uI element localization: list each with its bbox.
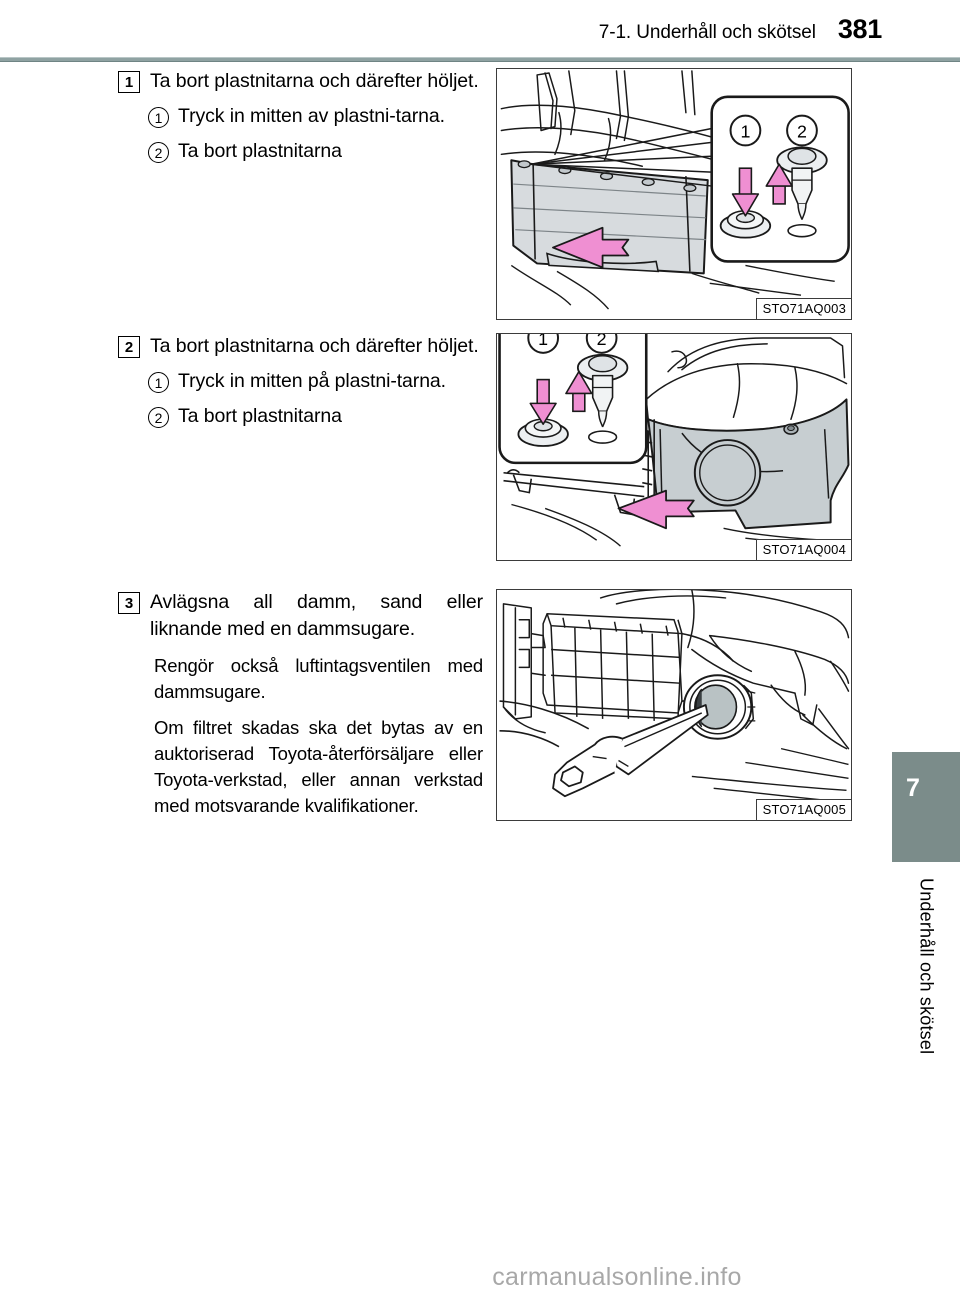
substep-marker: 2 <box>148 407 169 428</box>
chapter-tab: 7 <box>892 752 960 862</box>
step-block-3: 3 Avlägsna all damm, sand eller liknande… <box>0 589 880 839</box>
substep-marker: 1 <box>148 107 169 128</box>
chapter-tab-label: Underhåll och skötsel <box>892 862 960 1162</box>
step-title: Ta bort plastnitarna och därefter höljet… <box>150 70 479 92</box>
step-number-badge: 1 <box>118 71 140 93</box>
substep-text: Ta bort plastnitarna <box>178 405 342 427</box>
pull-direction-arrow <box>617 489 695 530</box>
site-watermark: carmanualsonline.info <box>0 1263 960 1292</box>
site-watermark-text: carmanualsonline.info <box>492 1263 742 1291</box>
step-3-paragraph-1: Rengör också luftintagsventilen med damm… <box>154 655 483 702</box>
substep-text: Ta bort plastnitarna <box>178 140 342 162</box>
page-header: 7-1. Underhåll och skötsel 381 <box>0 0 960 62</box>
header-inner: 7-1. Underhåll och skötsel 381 <box>598 14 883 45</box>
step-number-badge: 2 <box>118 336 140 358</box>
step-block-1: 1 Ta bort plastnitarna och därefter hölj… <box>0 68 880 333</box>
figure-3: STO71AQ005 <box>496 589 852 821</box>
step-3-heading: 3 Avlägsna all damm, sand eller liknande… <box>118 589 483 643</box>
pull-direction-arrow <box>552 226 630 269</box>
substep-text: Tryck in mitten på plastni-tarna. <box>178 370 446 392</box>
step-1-substep-1: 1 Tryck in mitten av plastni-tarna. <box>118 103 483 130</box>
figure-1-illustration: 1 2 <box>500 70 850 310</box>
header-section-title: 7-1. Underhåll och skötsel <box>598 22 816 43</box>
step-3-text-column: 3 Avlägsna all damm, sand eller liknande… <box>118 589 483 819</box>
step-1-substep-2: 2 Ta bort plastnitarna <box>118 138 483 165</box>
step-2-substep-2: 2 Ta bort plastnitarna <box>118 403 483 430</box>
step-2-substep-1: 1 Tryck in mitten på plastni-tarna. <box>118 368 483 395</box>
step-3-paragraph-2: Om filtret skadas ska det bytas av en au… <box>154 717 483 816</box>
svg-text:2: 2 <box>797 121 807 141</box>
step-number-badge: 3 <box>118 592 140 614</box>
chapter-tab-label-text: Underhåll och skötsel <box>916 878 937 1055</box>
substep-text: Tryck in mitten av plastni-tarna. <box>178 105 445 127</box>
step-title: Ta bort plastnitarna och därefter höljet… <box>150 335 479 357</box>
step-2-text-column: 2 Ta bort plastnitarna och därefter hölj… <box>118 333 483 430</box>
figure-code: STO71AQ004 <box>755 539 851 560</box>
figure-code: STO71AQ005 <box>755 799 851 820</box>
figure-code: STO71AQ003 <box>755 298 851 319</box>
svg-text:1: 1 <box>538 334 548 349</box>
step-1-heading: 1 Ta bort plastnitarna och därefter hölj… <box>118 68 483 95</box>
step-1-text-column: 1 Ta bort plastnitarna och därefter hölj… <box>118 68 483 165</box>
svg-text:1: 1 <box>740 121 750 141</box>
step-2-heading: 2 Ta bort plastnitarna och därefter hölj… <box>118 333 483 360</box>
step-block-2: 2 Ta bort plastnitarna och därefter hölj… <box>0 333 880 589</box>
page-number: 381 <box>837 14 882 44</box>
svg-text:2: 2 <box>597 334 607 349</box>
step-title: Avlägsna all damm, sand eller liknande m… <box>150 591 483 640</box>
chapter-tab-number: 7 <box>906 774 920 802</box>
substep-marker: 1 <box>148 372 169 393</box>
substep-marker: 2 <box>148 142 169 163</box>
figure-1: 1 2 <box>496 68 852 320</box>
figure-3-illustration <box>499 590 850 803</box>
figure-2-illustration: 1 2 <box>498 334 850 549</box>
figure-2: 1 2 STO71AQ004 <box>496 333 852 561</box>
page-content: 1 Ta bort plastnitarna och därefter hölj… <box>0 68 880 839</box>
header-divider <box>0 57 960 62</box>
